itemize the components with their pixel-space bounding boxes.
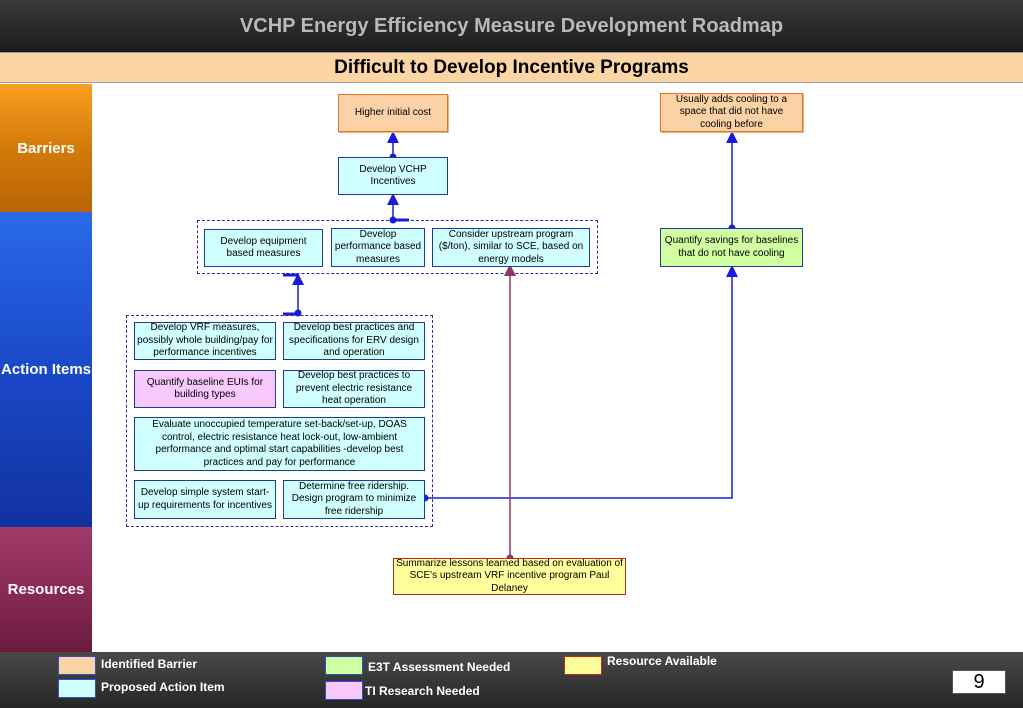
barrier-higher-initial-cost: Higher initial cost [338, 94, 448, 132]
connector-ridership-to-savings [425, 265, 738, 499]
action-performance-measures: Develop performance based measures [331, 228, 425, 267]
action-baseline-euis: Quantify baseline EUIs for building type… [134, 370, 276, 408]
legend-swatch-action [58, 679, 96, 698]
page-subtitle: Difficult to Develop Incentive Programs [0, 52, 1023, 83]
legend-swatch-barrier [58, 656, 96, 675]
action-setback-doas: Evaluate unoccupied temperature set-back… [134, 417, 425, 471]
legend-swatch-e3t [325, 656, 363, 675]
legend-label-ti: TI Research Needed [365, 684, 480, 698]
action-quantify-savings: Quantify savings for baselines that do n… [660, 228, 803, 267]
page-title: VCHP Energy Efficiency Measure Developme… [0, 0, 1023, 52]
action-erv-practices: Develop best practices and specification… [283, 322, 425, 360]
legend-label-resource: Resource Available [607, 654, 717, 668]
group-detailed-actions [126, 315, 433, 527]
barrier-adds-cooling: Usually adds cooling to a space that did… [660, 93, 803, 132]
legend-label-barrier: Identified Barrier [101, 657, 198, 671]
action-develop-vchp-incentives: Develop VCHP Incentives [338, 157, 448, 195]
lane-action-items: Action Items [0, 212, 92, 527]
legend-label-action: Proposed Action Item [101, 680, 225, 694]
legend-swatch-ti [325, 681, 363, 700]
lane-resources: Resources [0, 527, 92, 652]
lane-barriers: Barriers [0, 84, 92, 212]
action-upstream-program: Consider upstream program ($/ton), simil… [432, 228, 590, 267]
action-startup-requirements: Develop simple system start-up requireme… [134, 480, 276, 519]
action-vrf-measures: Develop VRF measures, possibly whole bui… [134, 322, 276, 360]
legend-swatch-resource [564, 656, 602, 675]
action-equipment-measures: Develop equipment based measures [204, 229, 323, 267]
page-number: 9 [952, 670, 1006, 694]
action-electric-resistance: Develop best practices to prevent electr… [283, 370, 425, 408]
action-free-ridership: Determine free ridership. Design program… [283, 480, 425, 519]
legend-footer [0, 652, 1023, 708]
legend-label-e3t: E3T Assessment Needed [368, 660, 511, 674]
resource-lessons-learned: Summarize lessons learned based on evalu… [393, 558, 626, 595]
